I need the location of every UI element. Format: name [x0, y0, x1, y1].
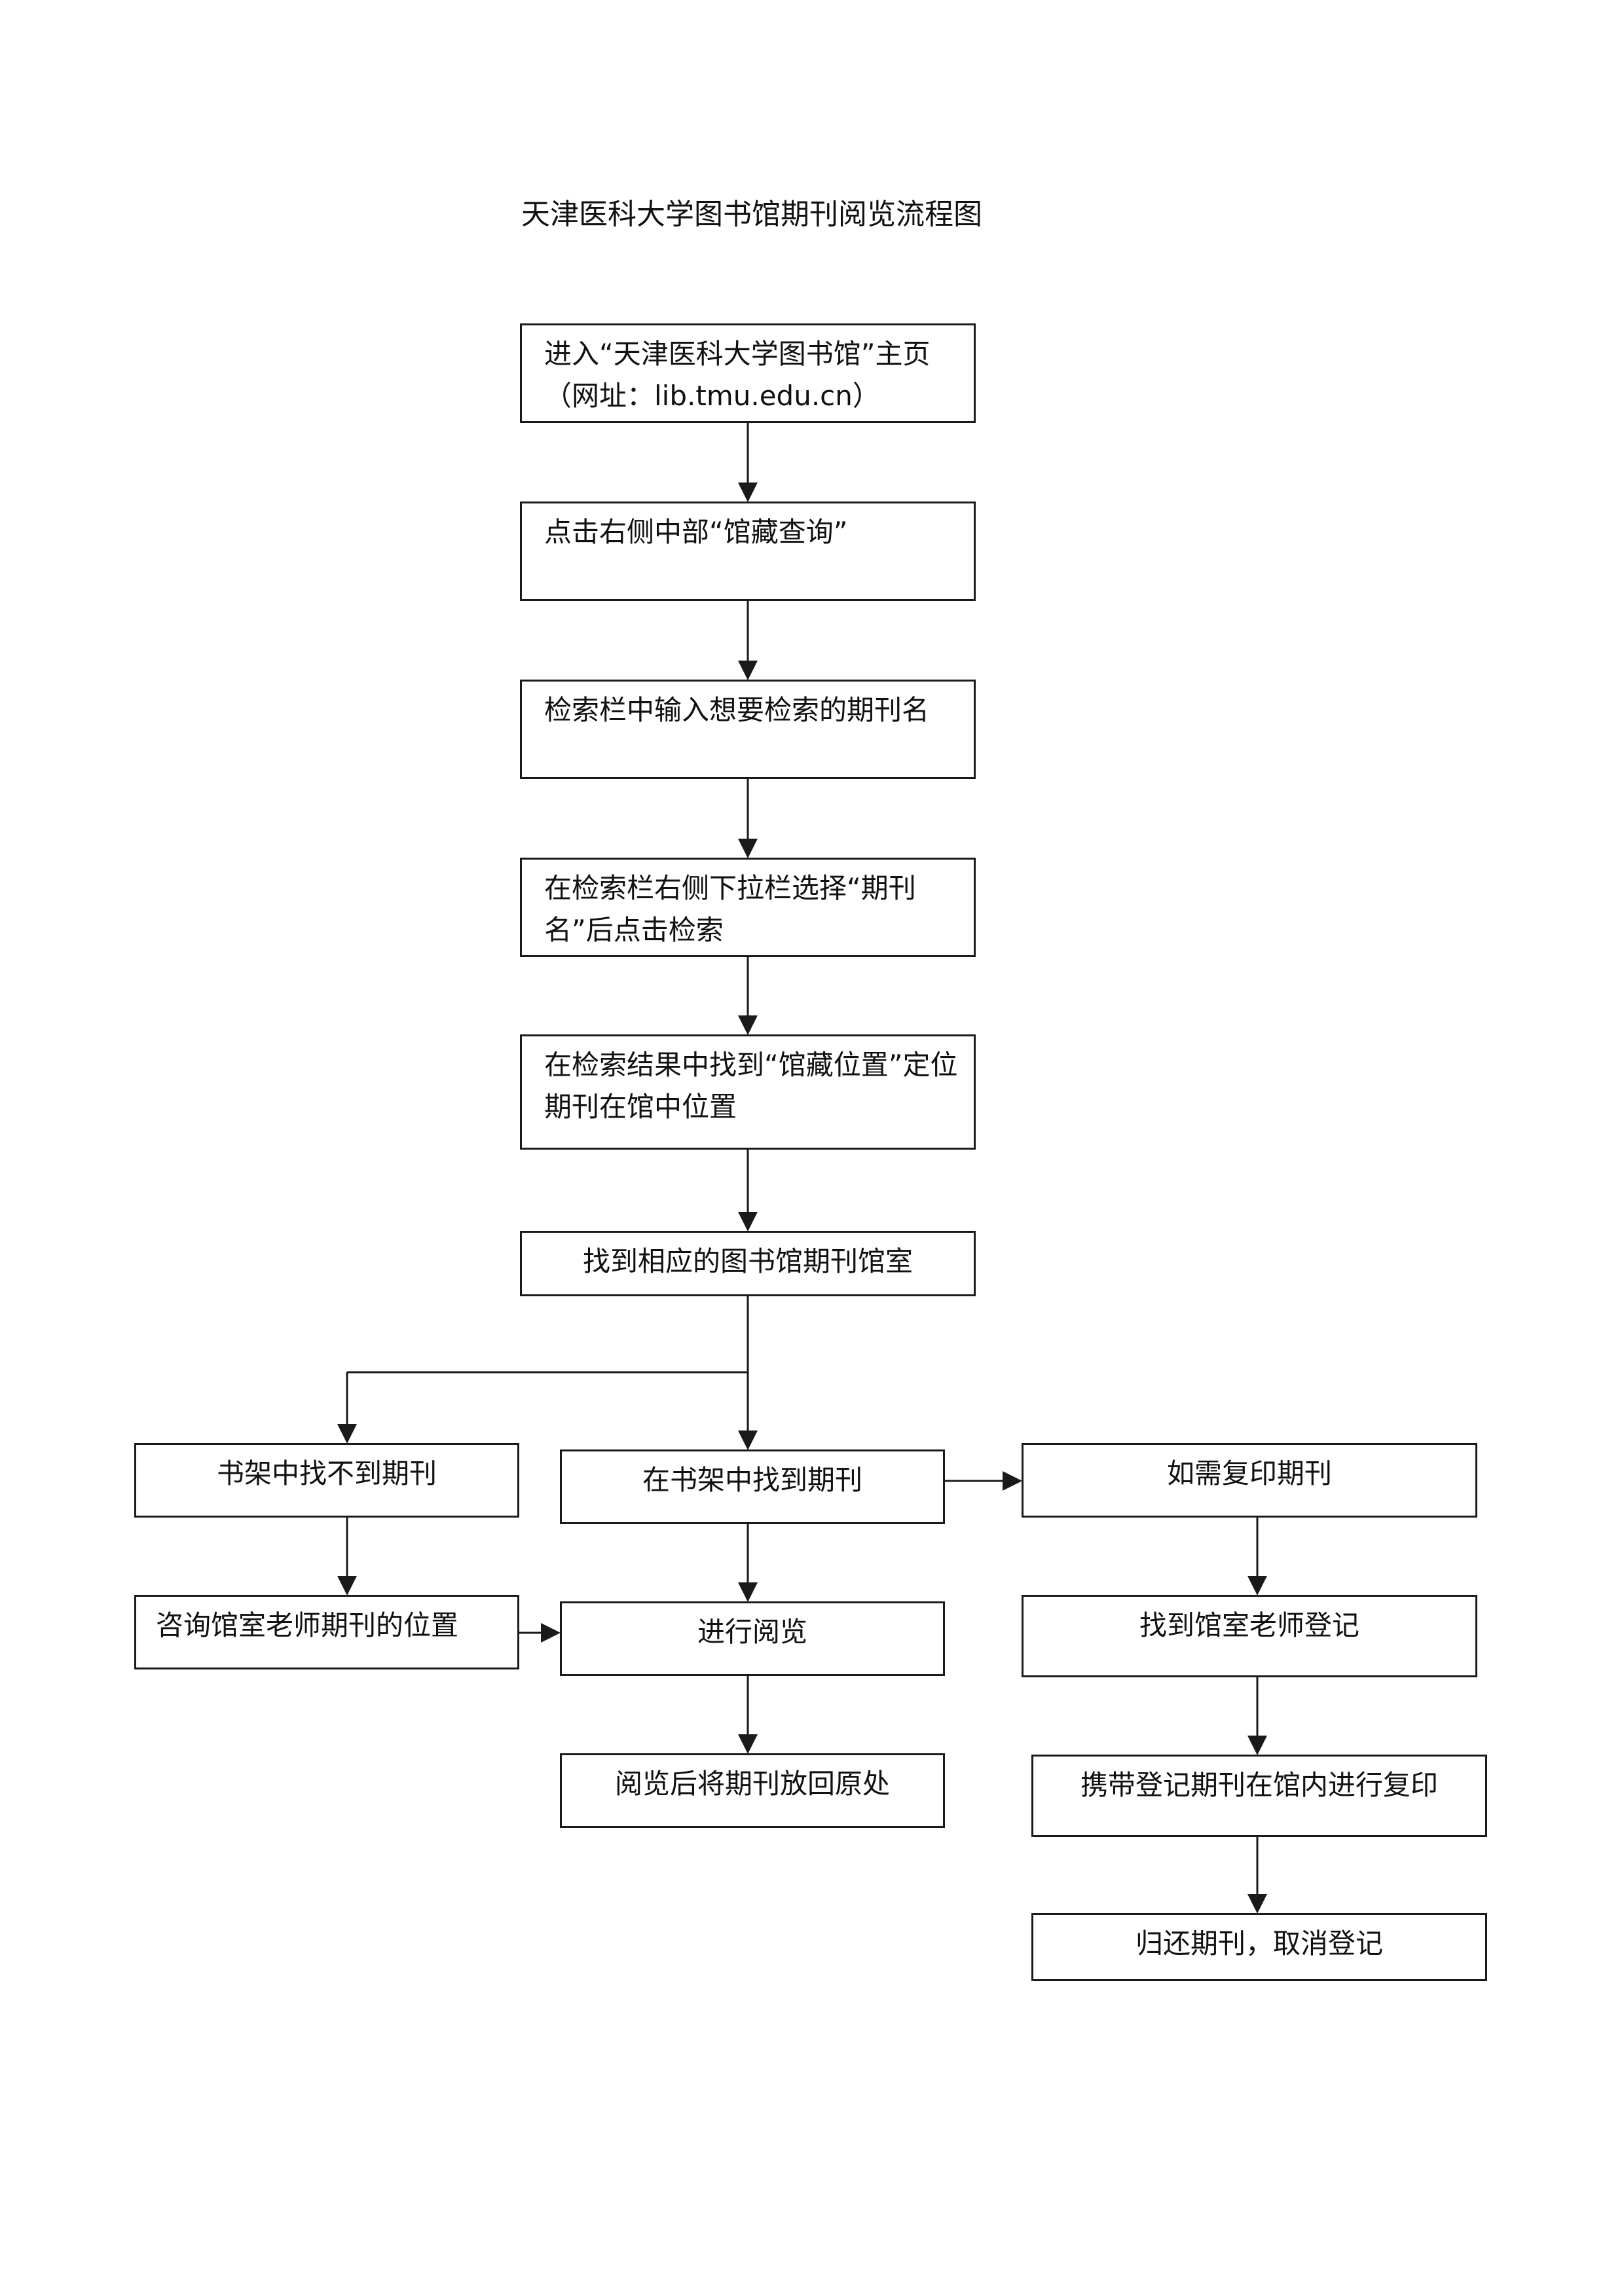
step-click-collection-search-text: 点击右侧中部“馆藏查询” [544, 516, 848, 548]
page-title: 天津医科大学图书馆期刊阅览流程图 [521, 198, 982, 231]
register-with-teacher-box: 找到馆室老师登记 [1022, 1595, 1477, 1677]
return-and-cancel-text: 归还期刊，取消登记 [1135, 1927, 1383, 1959]
not-found-on-shelf-text: 书架中找不到期刊 [216, 1457, 437, 1489]
need-copy-box: 如需复印期刊 [1022, 1443, 1477, 1518]
step-find-journal-room-text: 找到相应的图书馆期刊馆室 [582, 1245, 913, 1277]
copy-in-library-box: 携带登记期刊在馆内进行复印 [1031, 1755, 1487, 1837]
step-select-journal-dropdown-box: 在检索栏右侧下拉栏选择“期刊名”后点击检索 [520, 858, 976, 957]
return-journal-text: 阅览后将期刊放回原处 [614, 1768, 890, 1800]
not-found-on-shelf-box: 书架中找不到期刊 [134, 1443, 519, 1518]
step-enter-journal-name-text: 检索栏中输入想要检索的期刊名 [544, 694, 930, 726]
return-and-cancel-box: 归还期刊，取消登记 [1031, 1913, 1487, 1981]
found-on-shelf-box: 在书架中找到期刊 [560, 1449, 945, 1524]
register-with-teacher-text: 找到馆室老师登记 [1139, 1609, 1359, 1641]
step-enter-journal-name-box: 检索栏中输入想要检索的期刊名 [520, 680, 976, 779]
read-journal-text: 进行阅览 [697, 1616, 807, 1648]
step-click-collection-search-box: 点击右侧中部“馆藏查询” [520, 501, 976, 601]
need-copy-text: 如需复印期刊 [1166, 1457, 1332, 1489]
copy-in-library-text: 携带登记期刊在馆内进行复印 [1080, 1769, 1438, 1801]
step-enter-homepage-box: 进入“天津医科大学图书馆”主页（网址：lib.tmu.edu.cn） [520, 323, 976, 423]
step-find-journal-room-box: 找到相应的图书馆期刊馆室 [520, 1231, 976, 1296]
read-journal-box: 进行阅览 [560, 1601, 945, 1676]
ask-teacher-location-text: 咨询馆室老师期刊的位置 [156, 1609, 459, 1641]
return-journal-box: 阅览后将期刊放回原处 [560, 1753, 945, 1828]
step-locate-collection-position-text: 在检索结果中找到“馆藏位置”定位期刊在馆中位置 [544, 1049, 958, 1123]
found-on-shelf-text: 在书架中找到期刊 [642, 1464, 862, 1496]
step-locate-collection-position-box: 在检索结果中找到“馆藏位置”定位期刊在馆中位置 [520, 1034, 976, 1150]
step-select-journal-dropdown-text: 在检索栏右侧下拉栏选择“期刊名”后点击检索 [544, 872, 916, 946]
ask-teacher-location-box: 咨询馆室老师期刊的位置 [134, 1595, 519, 1669]
step-enter-homepage-text: 进入“天津医科大学图书馆”主页（网址：lib.tmu.edu.cn） [544, 338, 931, 412]
